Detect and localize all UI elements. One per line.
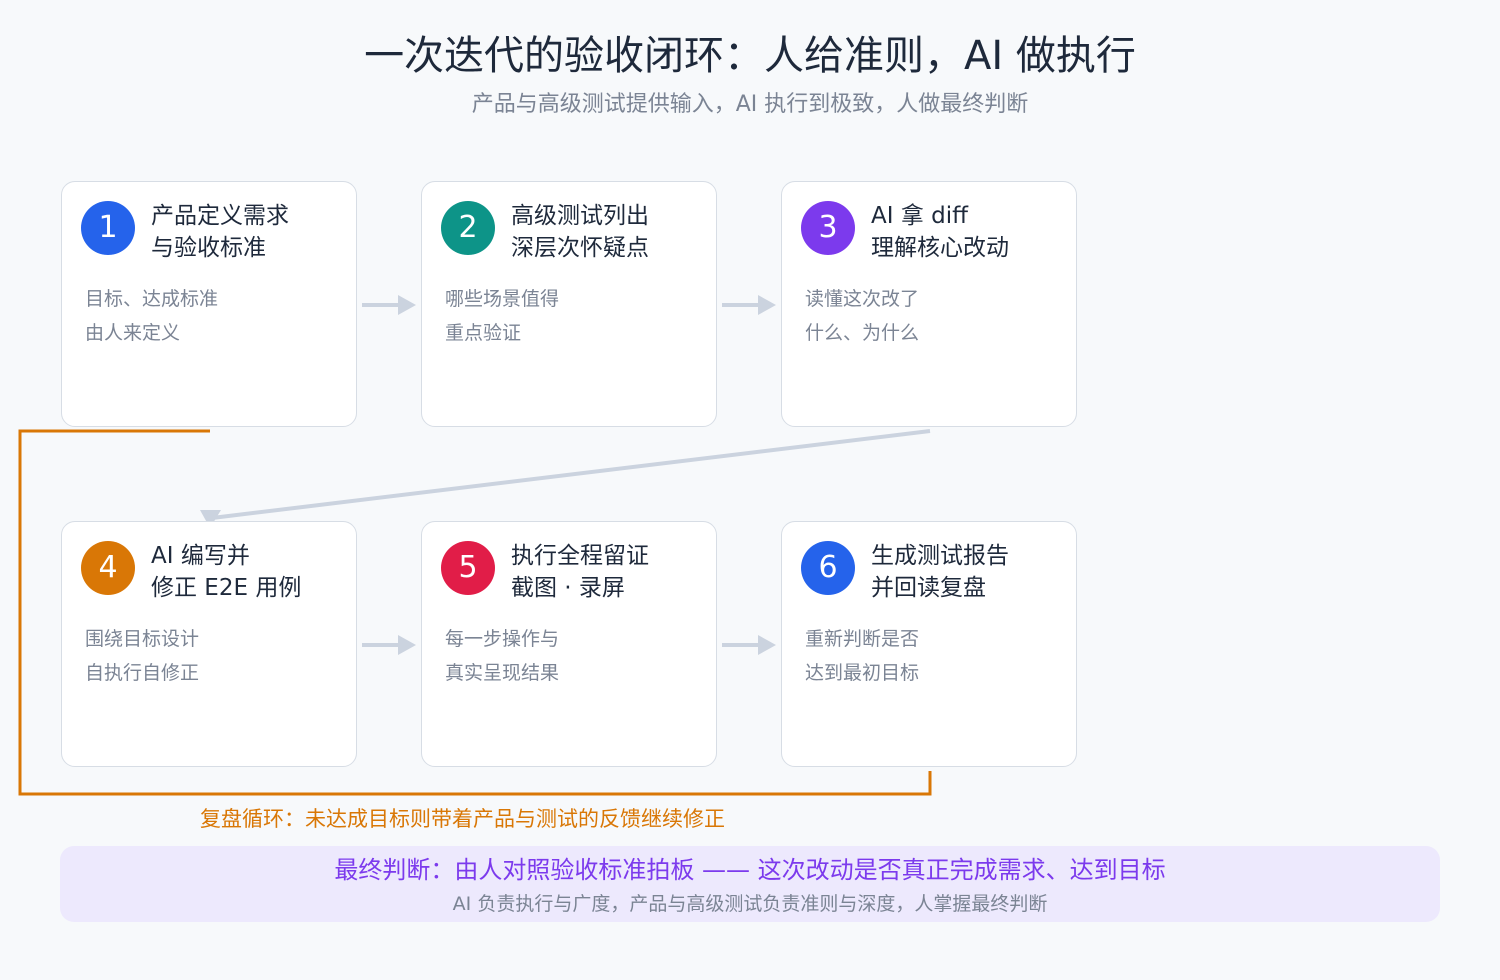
step-number-badge: 6 [801,541,855,595]
step-desc-line-1: 围绕目标设计 [85,628,200,650]
step-desc-line-1: 目标、达成标准 [85,288,219,310]
verdict-sub-text: AI 负责执行与广度，产品与高级测试负责准则与深度，人掌握最终判断 [452,893,1048,915]
step-title: 生成测试报告 并回读复盘 [871,540,1009,604]
arrow-5-to-6 [722,635,776,655]
step-number-badge: 3 [801,201,855,255]
step-title: 产品定义需求 与验收标准 [151,200,289,264]
step-desc-line-2: 重点验证 [445,322,522,344]
step-title-line-2: 修正 E2E 用例 [151,575,302,601]
final-verdict-banner: 最终判断：由人对照验收标准拍板 —— 这次改动是否真正完成需求、达到目标 AI … [60,846,1440,922]
step-title: 高级测试列出 深层次怀疑点 [511,200,649,264]
review-loop-label: 复盘循环：未达成目标则带着产品与测试的反馈继续修正 [200,807,725,831]
step-title-line-2: 截图 · 录屏 [511,575,625,601]
page-subtitle: 产品与高级测试提供输入，AI 执行到极致，人做最终判断 [471,92,1029,117]
step-number-badge: 4 [81,541,135,595]
step-desc-line-2: 自执行自修正 [85,662,200,684]
step-card-6: 6 生成测试报告 并回读复盘 重新判断是否 达到最初目标 [781,521,1077,767]
arrow-4-to-5 [362,635,416,655]
step-description: 目标、达成标准 由人来定义 [85,282,218,350]
step-title: 执行全程留证 截图 · 录屏 [511,540,649,604]
step-card-3: 3 AI 拿 diff 理解核心改动 读懂这次改了 什么、为什么 [781,181,1077,427]
arrow-3-to-4 [200,429,931,528]
step-desc-line-1: 每一步操作与 [445,628,560,650]
step-desc-line-2: 什么、为什么 [805,322,920,344]
step-title-line-1: 执行全程留证 [511,543,649,569]
step-description: 每一步操作与 真实呈现结果 [445,622,559,690]
step-title-line-1: 生成测试报告 [871,543,1009,569]
page-title: 一次迭代的验收闭环：人给准则，AI 做执行 [364,33,1136,79]
step-description: 重新判断是否 达到最初目标 [805,622,919,690]
step-title: AI 编写并 修正 E2E 用例 [151,540,301,604]
step-desc-line-2: 真实呈现结果 [445,662,560,684]
step-title: AI 拿 diff 理解核心改动 [871,200,1009,264]
step-title-line-1: AI 编写并 [151,543,250,569]
arrow-1-to-2 [362,295,416,315]
step-description: 哪些场景值得 重点验证 [445,282,559,350]
step-title-line-1: AI 拿 diff [871,203,968,229]
step-number-badge: 2 [441,201,495,255]
step-card-5: 5 执行全程留证 截图 · 录屏 每一步操作与 真实呈现结果 [421,521,717,767]
step-number-badge: 5 [441,541,495,595]
step-desc-line-1: 哪些场景值得 [445,288,560,310]
step-card-4: 4 AI 编写并 修正 E2E 用例 围绕目标设计 自执行自修正 [61,521,357,767]
step-description: 读懂这次改了 什么、为什么 [805,282,919,350]
step-card-1: 1 产品定义需求 与验收标准 目标、达成标准 由人来定义 [61,181,357,427]
step-title-line-1: 产品定义需求 [151,203,289,229]
step-title-line-2: 与验收标准 [151,235,266,261]
step-description: 围绕目标设计 自执行自修正 [85,622,199,690]
arrow-2-to-3 [722,295,776,315]
step-desc-line-1: 重新判断是否 [805,628,920,650]
step-title-line-1: 高级测试列出 [511,203,649,229]
step-desc-line-1: 读懂这次改了 [805,288,920,310]
step-card-2: 2 高级测试列出 深层次怀疑点 哪些场景值得 重点验证 [421,181,717,427]
step-title-line-2: 深层次怀疑点 [511,235,649,261]
verdict-main-text: 最终判断：由人对照验收标准拍板 —— 这次改动是否真正完成需求、达到目标 [334,856,1166,884]
step-desc-line-2: 达到最初目标 [805,662,920,684]
step-title-line-2: 并回读复盘 [871,575,986,601]
step-number-badge: 1 [81,201,135,255]
step-desc-line-2: 由人来定义 [85,322,181,344]
step-title-line-2: 理解核心改动 [871,235,1009,261]
